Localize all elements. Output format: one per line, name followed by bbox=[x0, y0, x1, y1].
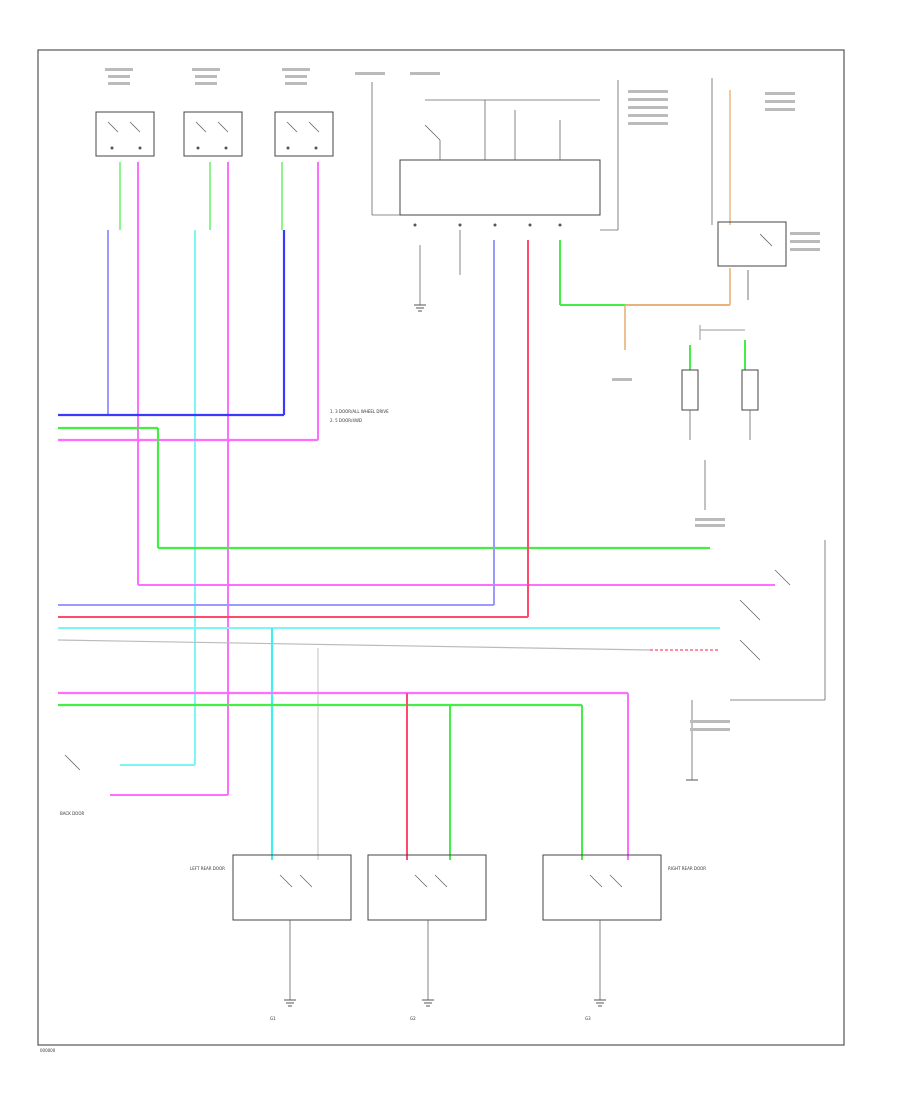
door-lock-actuator-left: G1 LEFT REAR DOOR bbox=[190, 854, 352, 1021]
actuator-module-1 bbox=[95, 111, 155, 157]
door-lock-actuator-right: G3 RIGHT REAR DOOR bbox=[542, 854, 706, 1021]
diagram-frame bbox=[37, 49, 845, 1046]
actuator-module-3 bbox=[274, 111, 334, 157]
door-lock-actuator-center: G2 bbox=[367, 854, 487, 1021]
svg-text:G1: G1 bbox=[270, 1016, 276, 1021]
door-lock-switch-right bbox=[686, 540, 826, 781]
svg-text:RIGHT REAR DOOR: RIGHT REAR DOOR bbox=[668, 866, 706, 871]
fine-print-labels bbox=[105, 68, 820, 731]
actuator-module-2 bbox=[183, 111, 243, 157]
door-switch-pair bbox=[681, 325, 759, 510]
note-1: 1. 3 DOOR/ALL WHEEL DRIVE bbox=[330, 409, 389, 414]
footer-code: 000000 bbox=[40, 1048, 56, 1053]
control-module bbox=[371, 80, 619, 231]
ground-symbol-top bbox=[414, 230, 461, 312]
svg-text:LEFT REAR DOOR: LEFT REAR DOOR bbox=[190, 866, 225, 871]
svg-text:G3: G3 bbox=[585, 1016, 591, 1021]
svg-text:BACK DOOR: BACK DOOR bbox=[60, 811, 84, 816]
note-2: 2. 5 DOOR/4WD bbox=[330, 418, 362, 423]
back-door-switch: BACK DOOR bbox=[60, 754, 228, 816]
relay-module-right bbox=[711, 78, 787, 300]
wire-gray-long bbox=[57, 639, 651, 651]
svg-text:G2: G2 bbox=[410, 1016, 416, 1021]
